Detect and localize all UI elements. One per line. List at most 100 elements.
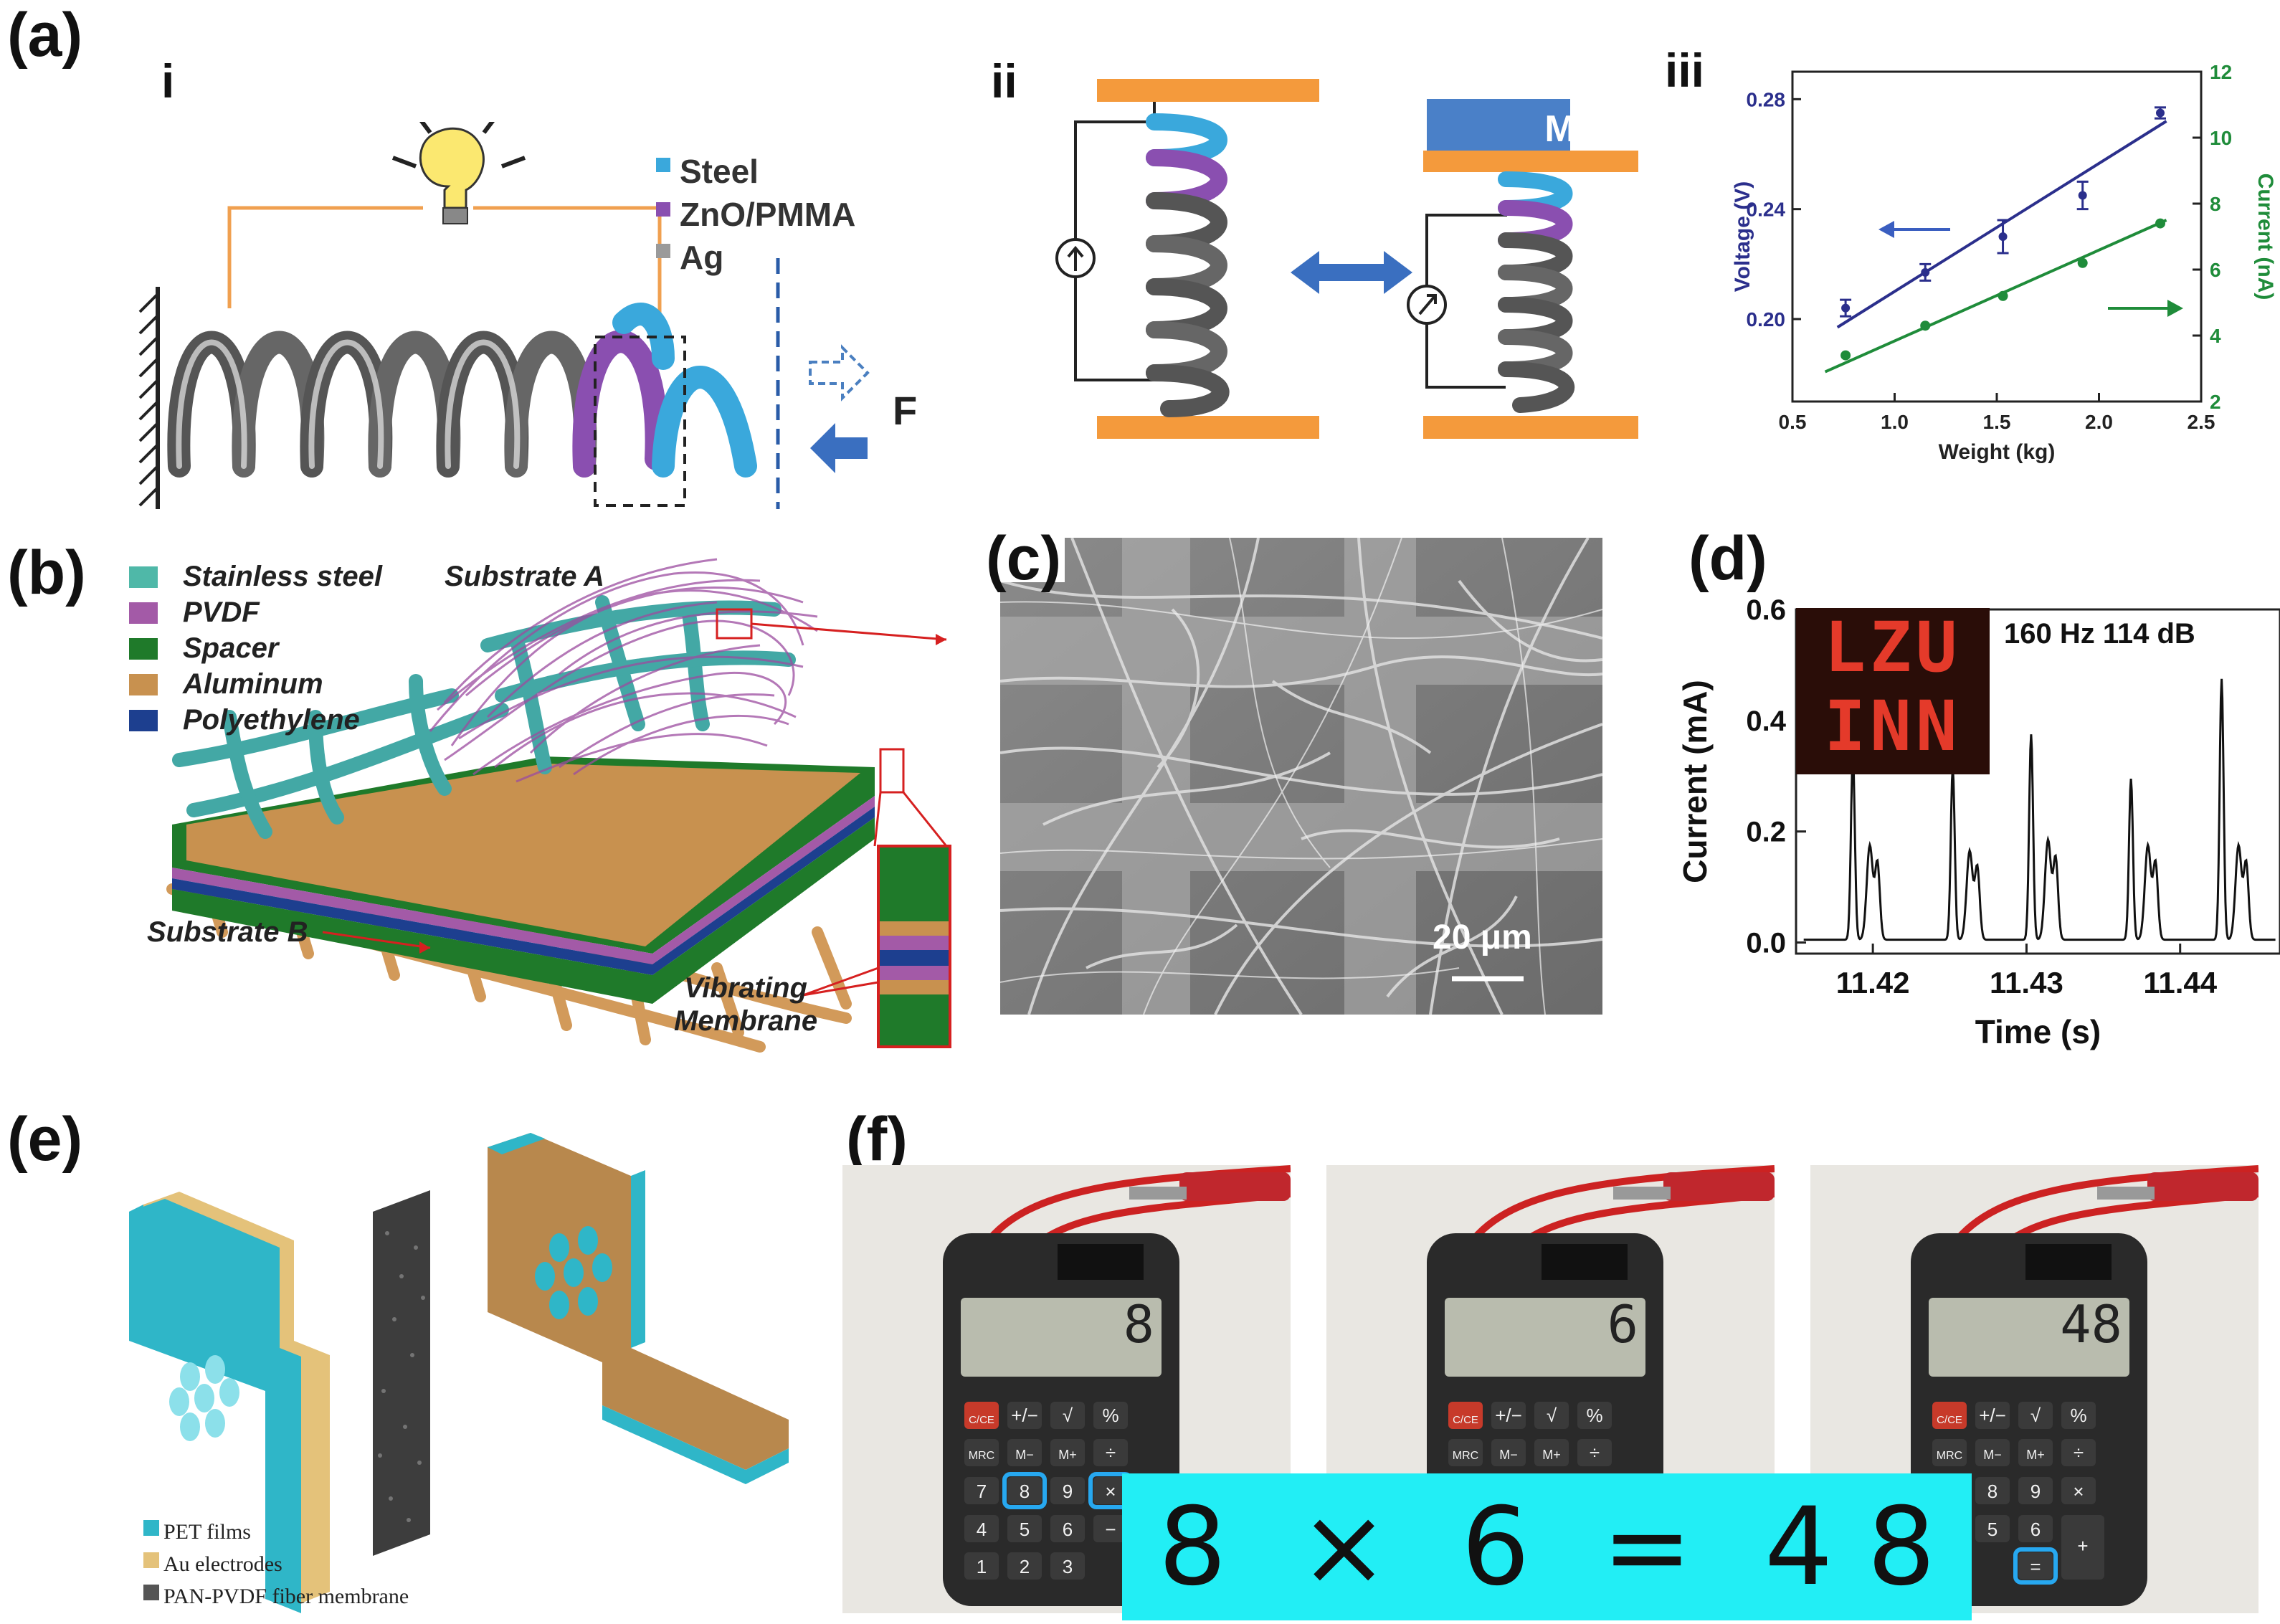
svg-text:M−: M−	[1499, 1448, 1518, 1462]
legend-zno-pmma: ZnO/PMMA	[680, 196, 856, 233]
current-point	[1920, 320, 1931, 331]
legend-au-electrodes: Au electrodes	[163, 1552, 282, 1576]
svg-text:×: ×	[1105, 1481, 1116, 1502]
equation-operand-2: 6	[1461, 1484, 1530, 1610]
equation-banner: 8 × 6 = 4 8	[1122, 1473, 1972, 1620]
svg-text:√: √	[2030, 1405, 2041, 1426]
legend-aluminum: Aluminum	[183, 668, 323, 700]
svg-text:M−: M−	[1015, 1448, 1034, 1462]
voltage-point	[1921, 267, 1930, 277]
svg-text:%: %	[1102, 1405, 1118, 1426]
svg-text:5: 5	[1987, 1519, 1998, 1540]
x-tick-label: 11.42	[1836, 966, 1910, 999]
current-axis-arrow-head	[2167, 300, 2183, 317]
legend-pvdf: PVDF	[183, 597, 260, 628]
ammeter-up-icon	[1067, 245, 1084, 271]
legend-pet-films: PET films	[163, 1520, 251, 1544]
chart-d-frame	[1795, 608, 2280, 955]
y-axis-label: Current (mA)	[1676, 680, 1714, 883]
panel-d-label: (d)	[1688, 524, 1767, 593]
current-waveform-line	[1803, 678, 2276, 941]
ammeter-tilted-icon	[1418, 294, 1437, 315]
svg-text:MRC: MRC	[969, 1450, 994, 1462]
legend-ag: Ag	[680, 239, 724, 276]
legend-spacer: Spacer	[183, 632, 279, 664]
svg-text:+: +	[2077, 1535, 2088, 1557]
svg-text:C/CE: C/CE	[969, 1414, 994, 1426]
vibrating-membrane-line1: Vibrating	[684, 972, 807, 1004]
voltage-point	[1998, 232, 2008, 241]
current-point	[2077, 257, 2088, 268]
voltage-point	[1841, 303, 1851, 313]
svg-text:%: %	[2070, 1405, 2086, 1426]
svg-text:M+: M+	[1542, 1448, 1561, 1462]
current-point	[1998, 290, 2008, 301]
svg-text:MRC: MRC	[1453, 1450, 1478, 1462]
equation-result: 4 8	[1764, 1484, 1936, 1610]
current-fit-line	[1824, 219, 2167, 374]
x-tick-label: 1.5	[1983, 411, 2011, 433]
svg-text:√: √	[1063, 1405, 1073, 1426]
svg-text:7: 7	[977, 1481, 987, 1502]
svg-text:÷: ÷	[2074, 1442, 2084, 1463]
panel-a-label: (a)	[7, 1, 83, 70]
scale-bar-label: 20 μm	[1433, 918, 1532, 956]
svg-text:8: 8	[1020, 1481, 1030, 1502]
legend-steel: Steel	[680, 153, 759, 190]
panel-e-sensor-diagram	[129, 1133, 789, 1613]
panel-c-sem-image	[1000, 538, 1602, 1015]
svg-text:9: 9	[2030, 1481, 2041, 1502]
svg-text:÷: ÷	[1590, 1442, 1600, 1463]
svg-text:6: 6	[1063, 1519, 1073, 1540]
legend-stainless-steel: Stainless steel	[183, 561, 382, 592]
svg-text:5: 5	[1020, 1519, 1030, 1540]
y2-tick-label: 12	[2210, 61, 2232, 83]
mass-label: M	[1544, 108, 1576, 150]
double-arrow-icon	[1291, 251, 1412, 294]
light-bulb-icon	[391, 122, 526, 224]
calculator-display-3: 48	[2060, 1294, 2122, 1354]
y-tick-label: 0.20	[1747, 308, 1786, 331]
svg-text:C/CE: C/CE	[1937, 1414, 1962, 1426]
svg-text:%: %	[1586, 1405, 1602, 1426]
svg-text:−: −	[1105, 1519, 1116, 1540]
svg-text:1: 1	[977, 1556, 987, 1577]
force-label: F	[893, 388, 918, 433]
equation-equals-sign: =	[1602, 1484, 1693, 1610]
y-tick-label: 0.24	[1747, 199, 1786, 221]
svg-text:6: 6	[2030, 1519, 2041, 1540]
svg-text:C/CE: C/CE	[1453, 1414, 1478, 1426]
svg-text:=: =	[2030, 1556, 2041, 1577]
vibrating-membrane-label: Vibrating Membrane	[674, 972, 817, 1037]
frequency-annotation: 160 Hz 114 dB	[2004, 618, 2195, 650]
svg-text:×: ×	[2073, 1481, 2084, 1502]
panel-a-ii-compression-diagram	[1055, 79, 1638, 439]
svg-text:9: 9	[1063, 1481, 1073, 1502]
svg-text:MRC: MRC	[1937, 1450, 1962, 1462]
panel-e-label: (e)	[7, 1105, 83, 1174]
equation-times-sign: ×	[1298, 1484, 1390, 1610]
voltage-axis-arrow-head	[1878, 221, 1894, 238]
x-axis-label: Time (s)	[1975, 1013, 2101, 1050]
legend-polyethylene: Polyethylene	[183, 704, 360, 736]
svg-text:M+: M+	[2026, 1448, 2045, 1462]
y-tick-label: 0.28	[1747, 88, 1786, 110]
y2-tick-label: 10	[2210, 127, 2232, 149]
svg-text:3: 3	[1063, 1556, 1073, 1577]
legend-pan-pvdf: PAN-PVDF fiber membrane	[163, 1585, 409, 1608]
svg-text:8: 8	[1987, 1481, 1998, 1502]
x-tick-label: 1.0	[1881, 411, 1909, 433]
x-tick-label: 2.5	[2188, 411, 2215, 433]
y2-tick-label: 6	[2210, 259, 2221, 281]
svg-text:4: 4	[977, 1519, 987, 1540]
panel-c-label: (c)	[986, 524, 1062, 593]
equation-operand-1: 8	[1158, 1484, 1227, 1610]
svg-text:+/−: +/−	[1979, 1405, 2006, 1426]
y-tick-label: 0.2	[1746, 817, 1786, 848]
panel-b-device-diagram	[129, 558, 951, 1053]
calculator-display-2: 6	[1607, 1294, 1638, 1354]
y2-axis-label: Current (nA)	[2253, 174, 2277, 300]
current-point	[2155, 218, 2165, 229]
svg-text:2: 2	[1020, 1556, 1030, 1577]
led-inset: LZU INN	[1796, 608, 1990, 774]
